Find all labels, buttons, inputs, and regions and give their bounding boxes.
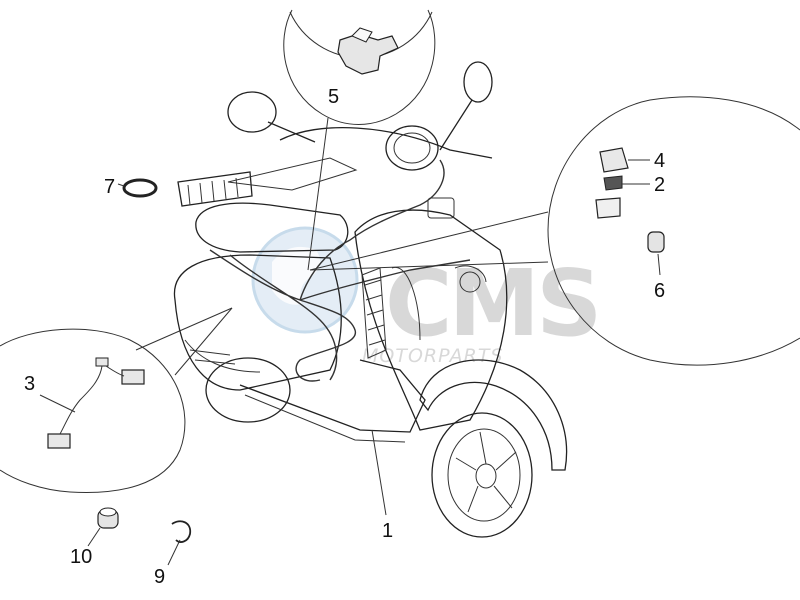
callout-5: 5	[328, 86, 339, 108]
watermark-logo: CMS MOTORPARTS	[251, 226, 602, 367]
rear-body-panel	[173, 254, 342, 391]
callout-10: 10	[70, 546, 92, 568]
grommet-part-10	[87, 507, 119, 547]
connector-part-2	[595, 175, 650, 219]
handlebar	[279, 127, 493, 159]
callout-2: 2	[654, 174, 665, 196]
right-mirror	[439, 61, 493, 151]
callout-4: 4	[654, 150, 665, 172]
rear-rack	[177, 171, 253, 207]
detail-circle-left	[0, 307, 233, 493]
wire-lead-part-3	[39, 357, 145, 449]
front-fender	[419, 359, 568, 471]
cap-part-6	[647, 231, 665, 276]
watermark-sub-text: MOTORPARTS	[362, 345, 504, 367]
callout-3: 3	[24, 373, 35, 395]
left-mirror	[227, 91, 316, 143]
wiring-harness	[209, 159, 471, 382]
clamp-part-7	[117, 178, 158, 198]
callout-1: 1	[382, 520, 393, 542]
floorboard	[239, 359, 426, 433]
callout-6: 6	[654, 280, 665, 302]
detail-circle-right	[309, 96, 800, 366]
rear-wheel	[205, 357, 291, 423]
front-wheel	[431, 412, 533, 538]
ring-part-9	[167, 520, 192, 566]
seat	[195, 202, 349, 253]
speedometer	[385, 125, 439, 171]
callout-9: 9	[154, 566, 165, 588]
connector-part-4	[599, 147, 650, 173]
callout-7: 7	[104, 176, 115, 198]
relay-part-5	[337, 27, 399, 75]
leader-part-1	[371, 429, 387, 516]
scooter-illustration	[173, 61, 568, 538]
